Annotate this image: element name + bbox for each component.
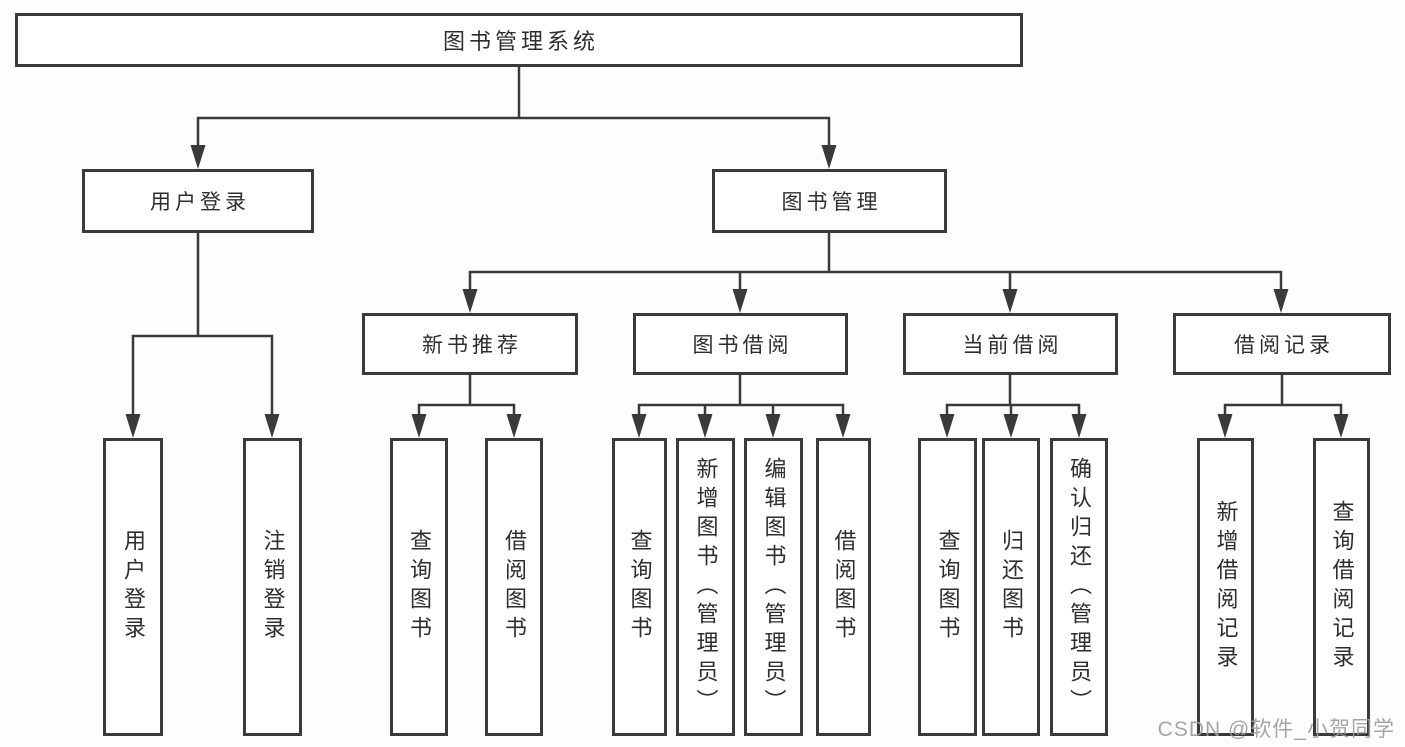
arrowhead: [1217, 414, 1233, 438]
leaf-query-record-label: 查询借阅记录: [1329, 500, 1355, 674]
leaf-add-record-label: 新增借阅记录: [1213, 500, 1239, 674]
connector-bookmgmt-to-level3: [468, 233, 1283, 290]
leaf-borrow-query-label: 查询图书: [627, 529, 653, 645]
connector-root-to-level2: [196, 67, 831, 146]
leaf-borrow-edit-admin-label: 编辑图书（管理员）: [761, 456, 787, 718]
leaf-add-record: 新增借阅记录: [1197, 438, 1254, 736]
leaf-confirm-return-admin: 确认归还（管理员）: [1050, 438, 1108, 736]
leaf-newbooks-borrow: 借阅图书: [485, 438, 543, 736]
leaf-borrow-add-admin: 新增图书（管理员）: [676, 438, 735, 736]
arrowhead: [462, 289, 478, 313]
leaf-logout: 注销登录: [243, 438, 302, 736]
leaf-query-record: 查询借阅记录: [1313, 438, 1370, 736]
node-root-label: 图书管理系统: [442, 29, 599, 54]
arrowhead: [765, 414, 781, 438]
leaf-borrow-edit-admin: 编辑图书（管理员）: [744, 438, 803, 736]
connector-currentborrow-to-leaves: [945, 375, 1081, 415]
leaf-newbooks-borrow-label: 借阅图书: [502, 529, 527, 645]
arrowhead: [1273, 289, 1289, 313]
arrowhead: [697, 414, 713, 438]
arrowhead: [506, 414, 522, 438]
arrowhead: [264, 414, 280, 438]
arrowhead: [1333, 414, 1349, 438]
arrowhead: [1002, 289, 1018, 313]
arrowhead: [1071, 414, 1087, 438]
leaf-logout-label: 注销登录: [260, 529, 286, 645]
arrowhead: [190, 145, 206, 169]
node-book-borrow-label: 图书借阅: [692, 334, 793, 357]
connector-newbooks-to-leaves: [417, 375, 516, 415]
node-book-mgmt: 图书管理: [712, 169, 947, 233]
arrowhead: [411, 414, 427, 438]
leaf-current-query: 查询图书: [918, 438, 977, 736]
leaf-newbooks-query-label: 查询图书: [407, 529, 432, 645]
leaf-return-book-label: 归还图书: [999, 529, 1024, 645]
csdn-watermark: CSDN @软件_小贺同学: [1157, 718, 1395, 741]
leaf-borrow-book: 借阅图书: [816, 438, 871, 736]
node-user-login-label: 用户登录: [150, 191, 250, 214]
connector-records-to-leaves: [1223, 375, 1343, 415]
node-new-books: 新书推荐: [362, 313, 578, 375]
node-book-mgmt-label: 图书管理: [781, 191, 882, 214]
leaf-newbooks-query: 查询图书: [390, 438, 448, 736]
arrowhead: [821, 145, 837, 169]
arrowhead: [939, 414, 955, 438]
connector-userlogin-to-leaves: [131, 233, 274, 415]
leaf-borrow-book-label: 借阅图书: [831, 529, 857, 645]
node-borrow-records: 借阅记录: [1173, 313, 1391, 375]
leaf-borrow-query: 查询图书: [612, 438, 667, 736]
connector-bookborrow-to-leaves: [637, 375, 845, 415]
node-borrow-records-label: 借阅记录: [1234, 334, 1334, 357]
leaf-user-login: 用户登录: [103, 438, 163, 736]
node-user-login: 用户登录: [82, 169, 314, 233]
arrowhead: [125, 414, 141, 438]
leaf-confirm-return-admin-label: 确认归还（管理员）: [1067, 456, 1092, 718]
node-current-borrow: 当前借阅: [903, 313, 1118, 375]
leaf-borrow-add-admin-label: 新增图书（管理员）: [693, 456, 719, 718]
node-root: 图书管理系统: [15, 13, 1023, 67]
arrowhead: [835, 414, 851, 438]
leaf-return-book: 归还图书: [982, 438, 1040, 736]
leaf-user-login-label: 用户登录: [121, 529, 146, 645]
node-book-borrow: 图书借阅: [633, 313, 848, 375]
node-new-books-label: 新书推荐: [422, 334, 522, 357]
leaf-current-query-label: 查询图书: [935, 529, 961, 645]
node-current-borrow-label: 当前借阅: [962, 334, 1063, 357]
arrowhead: [1003, 414, 1019, 438]
arrowhead: [732, 289, 748, 313]
arrowhead: [631, 414, 647, 438]
